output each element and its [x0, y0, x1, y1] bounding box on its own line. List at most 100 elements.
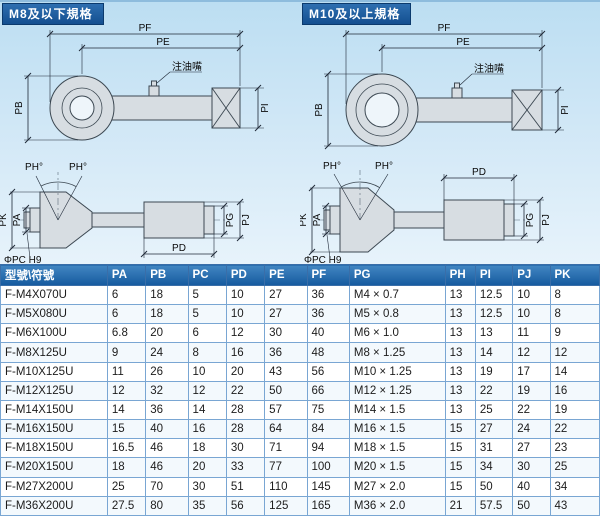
- value-cell: 13: [444, 399, 476, 421]
- value-cell: 12.5: [474, 284, 514, 306]
- value-cell: 145: [306, 476, 350, 497]
- value-cell: 48: [306, 342, 350, 363]
- model-cell: F-M10X125U: [0, 361, 108, 382]
- part-geometry: [49, 75, 241, 141]
- value-cell: 23: [549, 438, 600, 459]
- value-cell: 15: [106, 419, 147, 440]
- value-cell: 19: [474, 361, 514, 382]
- value-cell: 15: [444, 457, 476, 478]
- value-cell: 40: [512, 476, 551, 497]
- model-cell: F-M8X125U: [0, 342, 108, 363]
- header-pb: PB: [145, 264, 189, 286]
- value-cell: 13: [474, 323, 514, 344]
- model-cell: F-M14X150U: [0, 399, 108, 421]
- header-pe: PE: [264, 264, 308, 286]
- value-cell: 16.5: [106, 438, 147, 459]
- value-cell: 19: [549, 399, 600, 421]
- value-cell: 16: [225, 342, 266, 363]
- value-cell: 25: [549, 457, 600, 478]
- value-cell: 24: [512, 419, 551, 440]
- value-cell: 36: [306, 284, 350, 306]
- value-cell: M18 × 1.5: [348, 438, 446, 459]
- dim-label-pa: PA: [312, 213, 323, 226]
- value-cell: 33: [225, 457, 266, 478]
- dimensions: [8, 172, 244, 259]
- value-cell: 110: [264, 476, 308, 497]
- value-cell: 12: [106, 380, 147, 401]
- value-cell: 50: [512, 495, 551, 516]
- value-cell: 56: [306, 361, 350, 382]
- value-cell: 25: [106, 476, 147, 497]
- value-cell: 19: [512, 380, 551, 401]
- section-title-m10: M10及以上規格: [302, 3, 412, 25]
- value-cell: 27.5: [106, 495, 147, 516]
- value-cell: 71: [264, 438, 308, 459]
- dimensions: [24, 30, 264, 144]
- value-cell: M6 × 1.0: [348, 323, 446, 344]
- dim-label-pg: PG: [225, 213, 236, 228]
- part-geometry: [318, 187, 530, 253]
- grease-nipple-label: 注油嘴: [474, 62, 504, 75]
- value-cell: 14: [106, 399, 147, 421]
- value-cell: 18: [145, 304, 189, 325]
- model-cell: F-M12X125U: [0, 380, 108, 401]
- header-ph: PH: [444, 264, 476, 286]
- value-cell: 8: [187, 342, 227, 363]
- value-cell: 8: [549, 304, 600, 325]
- value-cell: 12: [187, 380, 227, 401]
- dim-label-ph-right: PH°: [69, 162, 87, 173]
- value-cell: 35: [187, 495, 227, 516]
- dim-label-pf: PF: [438, 23, 451, 34]
- model-cell: F-M4X070U: [0, 284, 108, 306]
- value-cell: 34: [549, 476, 600, 497]
- panel-m10: M10及以上規格: [300, 2, 600, 266]
- dim-label-pa: PA: [12, 213, 23, 226]
- value-cell: 21: [444, 495, 476, 516]
- value-cell: 6: [187, 323, 227, 344]
- value-cell: 43: [264, 361, 308, 382]
- value-cell: 13: [444, 361, 476, 382]
- value-cell: 12: [512, 342, 551, 363]
- value-cell: 26: [145, 361, 189, 382]
- value-cell: 5: [187, 284, 227, 306]
- value-cell: 22: [474, 380, 514, 401]
- value-cell: 57.5: [474, 495, 514, 516]
- dimensions: [324, 30, 564, 150]
- value-cell: 5: [187, 304, 227, 325]
- value-cell: 22: [512, 399, 551, 421]
- value-cell: 9: [549, 323, 600, 344]
- value-cell: 22: [549, 419, 600, 440]
- value-cell: 12: [225, 323, 266, 344]
- dim-label-pc: ΦPC H9: [4, 255, 42, 266]
- value-cell: 36: [264, 342, 308, 363]
- value-cell: 28: [225, 419, 266, 440]
- value-cell: 30: [225, 438, 266, 459]
- value-cell: 27: [264, 284, 308, 306]
- value-cell: M8 × 1.25: [348, 342, 446, 363]
- dim-label-pf: PF: [139, 23, 152, 34]
- value-cell: 12.5: [474, 304, 514, 325]
- value-cell: 46: [145, 457, 189, 478]
- value-cell: 18: [187, 438, 227, 459]
- value-cell: M14 × 1.5: [348, 399, 446, 421]
- value-cell: 50: [264, 380, 308, 401]
- bottom-view-diagram-m10: PH° PH° PK PA PG PJ PD ΦPC H9: [300, 161, 552, 266]
- value-cell: 14: [474, 342, 514, 363]
- dim-label-pj: PJ: [541, 214, 552, 226]
- dim-label-pi: PI: [260, 103, 271, 112]
- header-pc: PC: [187, 264, 227, 286]
- value-cell: 70: [145, 476, 189, 497]
- value-cell: 31: [474, 438, 514, 459]
- value-cell: 14: [187, 399, 227, 421]
- value-cell: 94: [306, 438, 350, 459]
- model-cell: F-M20X150U: [0, 457, 108, 478]
